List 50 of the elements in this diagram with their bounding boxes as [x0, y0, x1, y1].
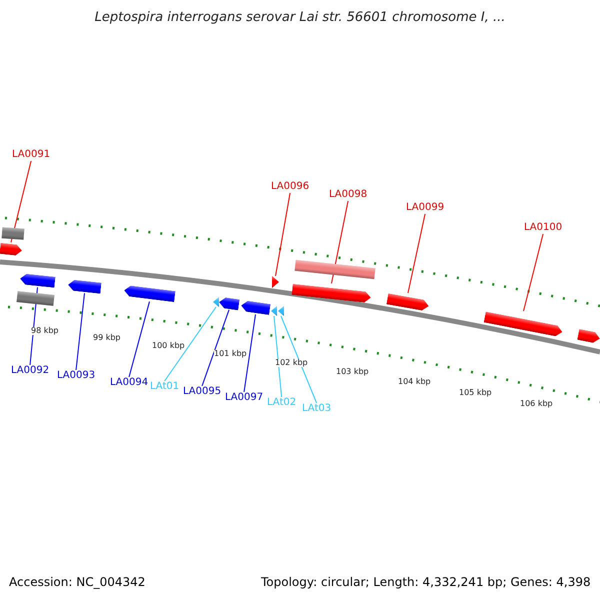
- gene-label: LA0093: [57, 371, 96, 381]
- gene-label: LA0091: [12, 150, 50, 160]
- leader-line: [274, 316, 282, 398]
- title: Leptospira interrogans serovar Lai str. 56601 chromosome I, ...: [94, 11, 506, 24]
- gene-label: LA0097: [225, 393, 264, 403]
- scale-label: 101 kbp: [214, 350, 247, 358]
- gene-label: LA0100: [524, 223, 562, 233]
- feature-box: [16, 290, 54, 306]
- feature-box: [294, 259, 376, 279]
- scale-label: 104 kbp: [398, 378, 431, 386]
- gene-feature: [20, 272, 56, 288]
- gene-label: LA0098: [329, 190, 368, 200]
- gene-marker: [278, 306, 284, 316]
- leader-line: [76, 292, 85, 370]
- gene-marker: [213, 297, 219, 307]
- gene-marker: [272, 276, 279, 288]
- gene-label: LA0092: [11, 366, 50, 376]
- scale-label: 98 kbp: [31, 327, 59, 335]
- leader-line: [244, 314, 256, 392]
- leader-line: [280, 316, 318, 404]
- gene-feature: [218, 296, 240, 310]
- gene-marker: [271, 306, 277, 316]
- leader-line: [164, 306, 216, 382]
- gene-feature: [0, 242, 23, 256]
- gene-label: LAt03: [302, 404, 332, 414]
- gene-feature: [68, 278, 102, 294]
- gene-label: LAt02: [267, 398, 296, 408]
- leader-line: [331, 200, 349, 284]
- scale-label: 102 kbp: [275, 359, 308, 367]
- leader-line: [275, 192, 291, 276]
- leader-line: [202, 309, 230, 386]
- leader-line: [523, 234, 544, 312]
- feature-box: [2, 226, 24, 240]
- footer-text: Topology: circular; Length: 4,332,241 bp; Genes: 4,398: [261, 576, 591, 588]
- gene-feature: [577, 328, 600, 344]
- scale-label: 105 kbp: [459, 389, 492, 397]
- scale-label: 99 kbp: [93, 334, 121, 342]
- scale-label: 106 kbp: [520, 400, 553, 408]
- leader-line: [10, 160, 32, 243]
- gene-label: LA0096: [271, 182, 310, 192]
- gene-label: LA0095: [183, 387, 222, 397]
- gene-label: LA0094: [110, 378, 148, 388]
- footer-text: Accession: NC_004342: [9, 576, 146, 588]
- scale-label: 100 kbp: [152, 342, 185, 350]
- gene-label: LA0099: [406, 203, 444, 213]
- gene-label: LAt01: [150, 382, 180, 392]
- leader-line: [128, 301, 150, 378]
- leader-line: [408, 214, 426, 294]
- scale-label: 103 kbp: [336, 368, 369, 376]
- gene-feature: [240, 300, 271, 314]
